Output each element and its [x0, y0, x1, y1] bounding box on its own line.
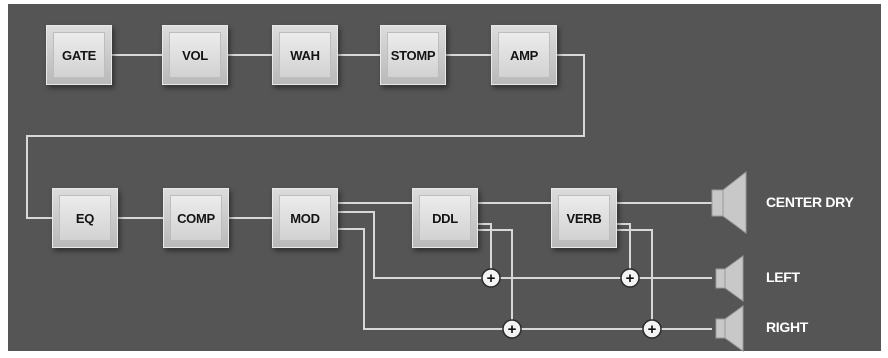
- verb-label: VERB: [566, 210, 602, 226]
- wire-amp-loop: [26, 54, 585, 219]
- wah-block: WAH: [272, 25, 338, 85]
- comp-block: COMP: [163, 188, 229, 248]
- gate-block: GATE: [46, 25, 112, 85]
- wire-verb-left: [617, 223, 631, 278]
- speaker-icon-center: [711, 170, 747, 234]
- sum-node-icon-verb-right: +: [642, 319, 662, 339]
- ddl-label: DDL: [432, 210, 458, 226]
- wah-label: WAH: [290, 47, 320, 63]
- eq-block: EQ: [52, 188, 118, 248]
- comp-label: COMP: [177, 210, 215, 226]
- wire-mod-left: [338, 211, 712, 279]
- verb-block: VERB: [551, 188, 617, 248]
- sum-node-symbol: +: [626, 270, 635, 287]
- stomp-label: STOMP: [390, 47, 436, 63]
- sum-node-icon-ddl-left: +: [481, 268, 501, 288]
- mod-block: MOD: [272, 188, 338, 248]
- sum-node-icon-verb-left: +: [620, 268, 640, 288]
- wire-verb-right: [617, 229, 653, 329]
- wire-ddl-right: [478, 229, 513, 329]
- sum-node-symbol: +: [487, 270, 496, 287]
- vol-label: VOL: [182, 47, 208, 63]
- amp-block: AMP: [491, 25, 557, 85]
- amp-label: AMP: [510, 47, 538, 63]
- vol-block: VOL: [162, 25, 228, 85]
- speaker-icon-right: [715, 305, 744, 352]
- mod-label: MOD: [290, 210, 320, 226]
- output-label-left: LEFT: [766, 269, 800, 285]
- ddl-block: DDL: [412, 188, 478, 248]
- sum-node-symbol: +: [648, 321, 657, 338]
- sum-node-symbol: +: [508, 321, 517, 338]
- wire-mod-right: [338, 228, 712, 330]
- output-label-center: CENTER DRY: [766, 194, 854, 210]
- stomp-block: STOMP: [380, 25, 446, 85]
- output-label-right: RIGHT: [766, 319, 809, 335]
- eq-label: EQ: [75, 210, 95, 226]
- speaker-icon-left: [715, 255, 744, 302]
- wire-ddl-left: [478, 223, 492, 278]
- gate-label: GATE: [62, 47, 96, 63]
- sum-node-icon-ddl-right: +: [502, 319, 522, 339]
